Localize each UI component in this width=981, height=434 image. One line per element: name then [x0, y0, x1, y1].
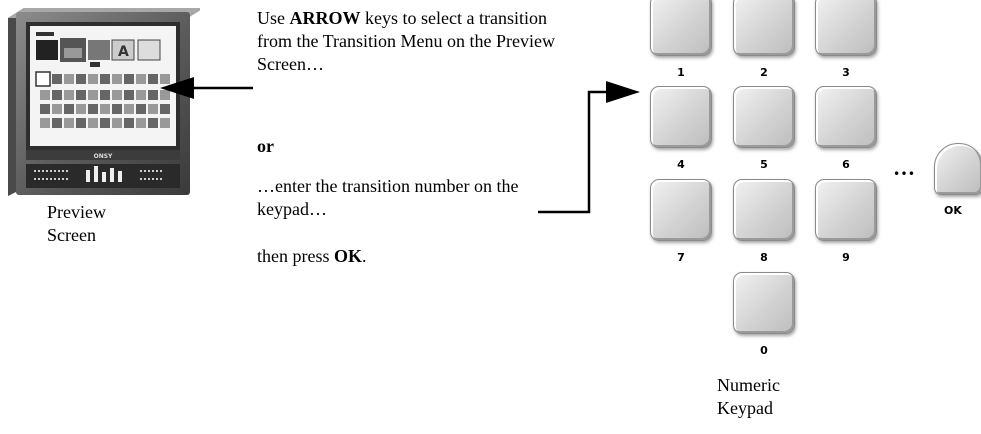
- press-ok-key: OK: [333, 246, 362, 266]
- preview-caption-line2: Screen: [47, 225, 96, 245]
- keypad-key-label: 0: [760, 344, 768, 357]
- numeric-keypad-caption: Numeric Keypad: [717, 374, 780, 420]
- preview-screen-caption: Preview Screen: [47, 201, 106, 247]
- preview-caption-line1: Preview: [47, 202, 106, 222]
- ok-button-label: OK: [944, 204, 962, 217]
- keypad-key-3[interactable]: [815, 0, 877, 56]
- keypad-caption-line2: Keypad: [717, 398, 773, 418]
- keypad-key-label: 6: [842, 158, 850, 171]
- preview-screen-monitor-icon: A ONSY: [8, 8, 200, 196]
- monitor-brand-label: ONSY: [94, 153, 113, 160]
- keypad-key-5[interactable]: [733, 86, 795, 148]
- instruction-text-segment: Use: [257, 8, 290, 28]
- keypad-key-label: 8: [760, 251, 768, 264]
- keypad-key-label: 4: [677, 158, 685, 171]
- press-ok-prefix: then press: [257, 246, 334, 266]
- keypad-key-label: 2: [760, 66, 768, 79]
- keypad-key-6[interactable]: [815, 86, 877, 148]
- keypad-key-label: 5: [760, 158, 768, 171]
- keypad-key-2[interactable]: [733, 0, 795, 56]
- instruction-press-ok: then press OK.: [257, 245, 367, 268]
- keypad-caption-line1: Numeric: [717, 375, 780, 395]
- arrow-left-icon: [160, 77, 253, 99]
- svg-text:A: A: [118, 44, 129, 60]
- keypad-key-9[interactable]: [815, 179, 877, 241]
- arrow-keys-emphasis: ARROW: [289, 8, 361, 28]
- press-ok-suffix: .: [362, 246, 367, 266]
- keypad-key-label: 9: [842, 251, 850, 264]
- keypad-key-label: 3: [842, 66, 850, 79]
- keypad-key-7[interactable]: [650, 179, 712, 241]
- keypad-key-label: 7: [677, 251, 685, 264]
- ok-button[interactable]: [934, 143, 981, 195]
- keypad-key-4[interactable]: [650, 86, 712, 148]
- instruction-arrow-keys: Use ARROW keys to select a transition fr…: [257, 7, 557, 76]
- more-keys-ellipsis: …: [893, 155, 916, 180]
- instruction-or: or: [257, 136, 274, 156]
- keypad-key-label: 1: [677, 66, 685, 79]
- arrow-right-icon: [538, 81, 640, 214]
- keypad-key-1[interactable]: [650, 0, 712, 56]
- keypad-key-8[interactable]: [733, 179, 795, 241]
- instruction-enter-number: …enter the transition number on the keyp…: [257, 176, 519, 219]
- keypad-key-0[interactable]: [733, 272, 795, 334]
- instruction-text-segment: keys to select a transition from the Tra…: [257, 8, 555, 74]
